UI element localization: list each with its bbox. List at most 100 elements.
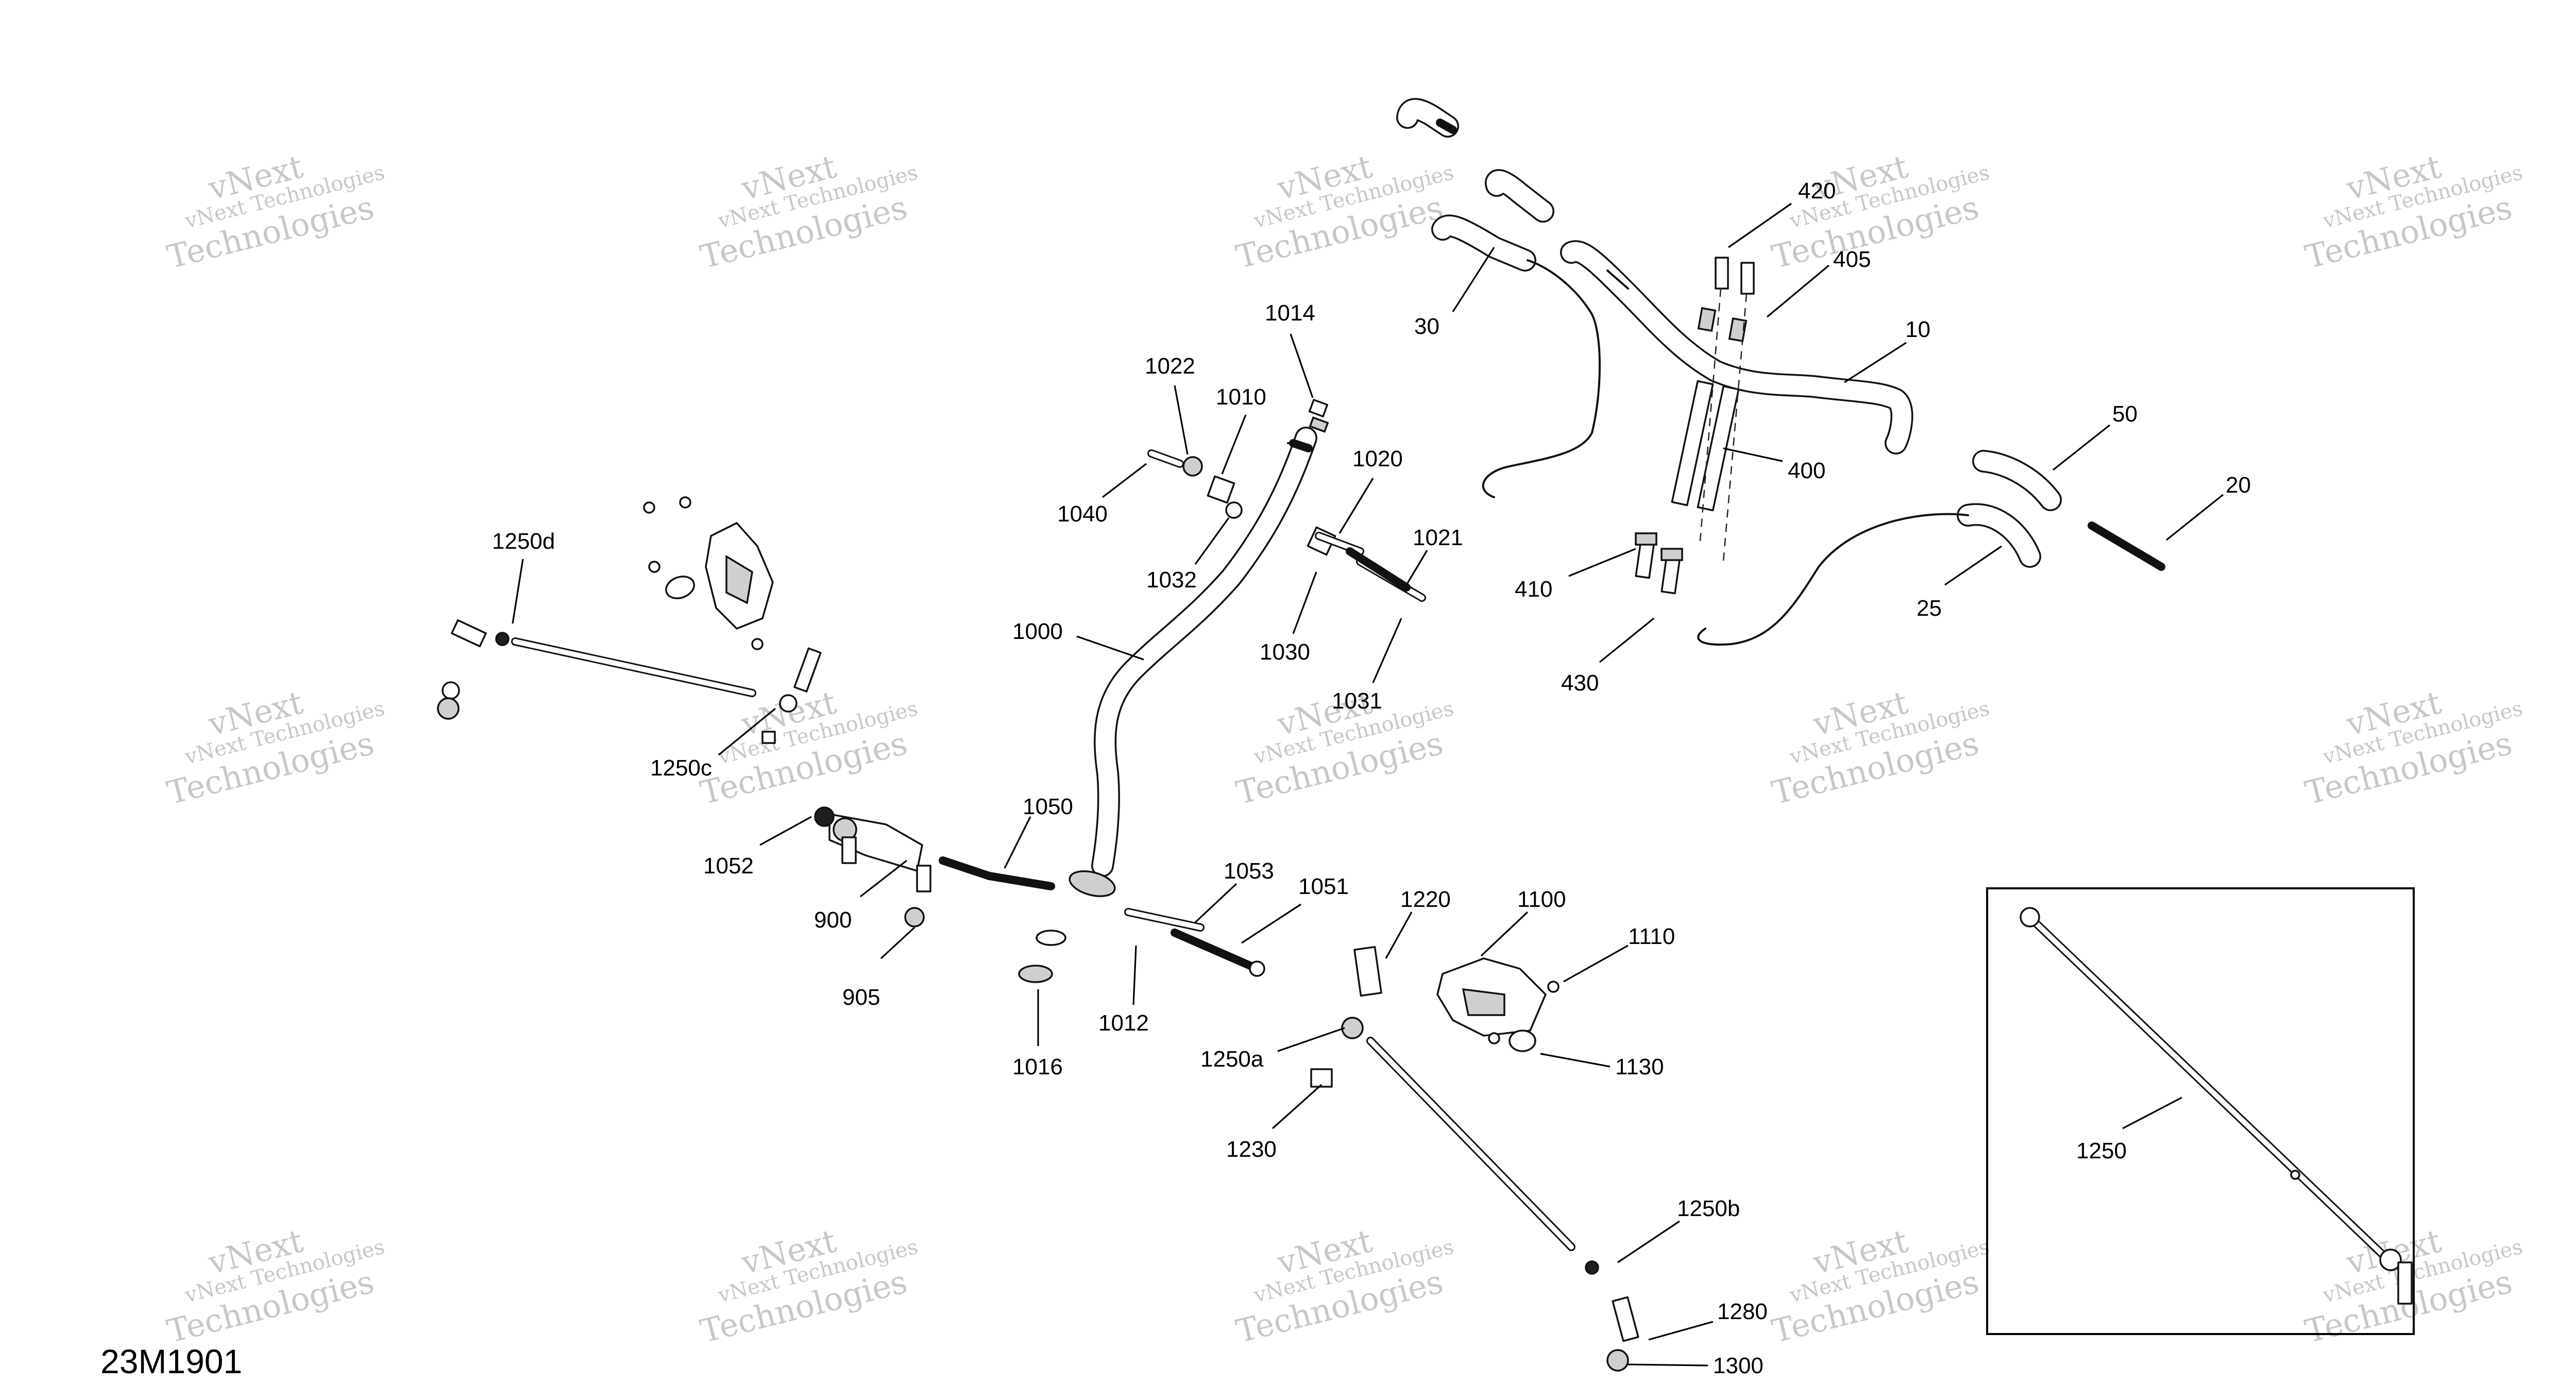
leader-1250c (718, 707, 776, 756)
leader-410 (1568, 548, 1636, 577)
callout-1052: 1052 (703, 853, 754, 879)
leader-1050 (1004, 816, 1031, 869)
callout-1040: 1040 (1057, 501, 1108, 527)
callout-20: 20 (2226, 473, 2251, 498)
callout-900: 900 (814, 907, 852, 933)
leader-50 (2053, 424, 2110, 471)
callout-1014: 1014 (1265, 300, 1315, 326)
callout-1300: 1300 (1713, 1353, 1764, 1378)
callout-1110: 1110 (1628, 924, 1675, 949)
inset-tie-rod-box (1986, 887, 2415, 1335)
callout-1250d: 1250d (492, 529, 555, 554)
callout-25: 25 (1917, 596, 1942, 621)
callout-1030: 1030 (1260, 639, 1310, 665)
callout-410: 410 (1515, 577, 1552, 602)
watermark: vNext Technologies vNext Technologies (1232, 1222, 1456, 1350)
callout-1250a: 1250a (1200, 1047, 1264, 1072)
callout-1031: 1031 (1332, 688, 1382, 714)
tie-rod-upper-left (437, 619, 822, 744)
callout-1250b: 1250b (1677, 1196, 1740, 1221)
diagram-code: 23M1901 (100, 1342, 242, 1380)
callout-1230: 1230 (1226, 1137, 1277, 1162)
watermark: vNext Technologies vNext Technologies (163, 147, 387, 276)
callout-1051: 1051 (1298, 874, 1349, 899)
watermark-layer: vNext Technologies vNext Technologies vN… (163, 147, 2525, 1350)
leader-10 (1844, 342, 1907, 383)
left-grip-heater (1431, 169, 1601, 498)
leader-400 (1723, 447, 1783, 462)
leader-1010 (1221, 414, 1247, 475)
leader-20 (2166, 494, 2224, 541)
callout-1053: 1053 (1224, 858, 1274, 884)
leader-1280 (1648, 1321, 1714, 1341)
leader-1032 (1194, 517, 1230, 565)
leader-30 (1452, 247, 1495, 312)
watermark: vNext Technologies vNext Technologies (1768, 1222, 1992, 1350)
callout-50: 50 (2112, 401, 2138, 427)
leader-1000 (1076, 635, 1144, 661)
leader-900 (860, 859, 907, 898)
leader-1051 (1241, 903, 1301, 944)
leader-1022 (1174, 385, 1189, 455)
leader-1230 (1272, 1084, 1323, 1129)
watermark: vNext Technologies vNext Technologies (697, 1222, 920, 1350)
leader-1250d (512, 559, 524, 624)
callout-1050: 1050 (1023, 794, 1073, 819)
callout-1010: 1010 (1216, 384, 1266, 410)
watermark: vNext Technologies vNext Technologies (2301, 147, 2525, 276)
leader-1220 (1385, 912, 1413, 959)
leader-405 (1766, 264, 1830, 318)
callout-1032: 1032 (1146, 567, 1197, 593)
handlebar (1560, 240, 1913, 454)
watermark: vNext Technologies vNext Technologies (2301, 683, 2525, 812)
watermark: vNext Technologies vNext Technologies (1768, 683, 1992, 812)
leader-1110 (1563, 944, 1629, 983)
leader-1250b (1617, 1220, 1680, 1263)
callout-1020: 1020 (1352, 446, 1403, 471)
leader-1053 (1194, 883, 1238, 923)
callout-400: 400 (1788, 458, 1825, 483)
callout-1012: 1012 (1098, 1010, 1149, 1036)
callout-420: 420 (1798, 178, 1836, 204)
callout-1100: 1100 (1517, 887, 1566, 912)
callout-905: 905 (842, 985, 880, 1010)
leader-1030 (1292, 571, 1317, 634)
callout-30: 30 (1414, 314, 1439, 339)
watermark: vNext Technologies vNext Technologies (1768, 147, 1992, 276)
callout-405: 405 (1833, 247, 1871, 272)
leader-1100 (1480, 911, 1529, 957)
lower-column-assembly (814, 806, 1265, 983)
leader-1020 (1338, 478, 1374, 534)
watermark: vNext Technologies vNext Technologies (163, 1222, 387, 1350)
watermark: vNext Technologies vNext Technologies (697, 147, 920, 276)
callout-430: 430 (1561, 670, 1599, 696)
leader-430 (1599, 617, 1655, 663)
hand-grip-top (1396, 98, 1459, 138)
steering-cover-upper-left (643, 496, 774, 650)
callout-1280: 1280 (1717, 1299, 1768, 1324)
watermark: vNext Technologies vNext Technologies (1232, 683, 1456, 812)
leader-1250 (2122, 1097, 2182, 1129)
leader-25 (1944, 545, 2002, 586)
tie-rod-lower (1310, 946, 1639, 1372)
leader-1012 (1132, 945, 1137, 1005)
callout-1250: 1250 (2076, 1138, 2127, 1163)
callout-1016: 1016 (1012, 1054, 1063, 1079)
callout-10: 10 (1905, 317, 1930, 342)
column-top-parts (1147, 399, 1329, 519)
leader-1031 (1372, 618, 1402, 683)
leader-1130 (1540, 1053, 1611, 1068)
callout-1021: 1021 (1413, 525, 1463, 550)
leader-420 (1728, 203, 1792, 248)
leader-905 (880, 926, 916, 959)
column-bolts (1307, 526, 1426, 602)
callout-1022: 1022 (1145, 353, 1195, 379)
leader-1014 (1290, 333, 1314, 398)
leader-1250a (1277, 1027, 1345, 1052)
callout-1250c: 1250c (650, 755, 712, 781)
callout-layer: 420 405 10 30 50 20 25 400 410 430 1014 … (492, 178, 2251, 1378)
watermark: vNext Technologies vNext Technologies (163, 683, 387, 812)
leader-1021 (1405, 550, 1428, 585)
riser-assembly (1635, 257, 1755, 595)
